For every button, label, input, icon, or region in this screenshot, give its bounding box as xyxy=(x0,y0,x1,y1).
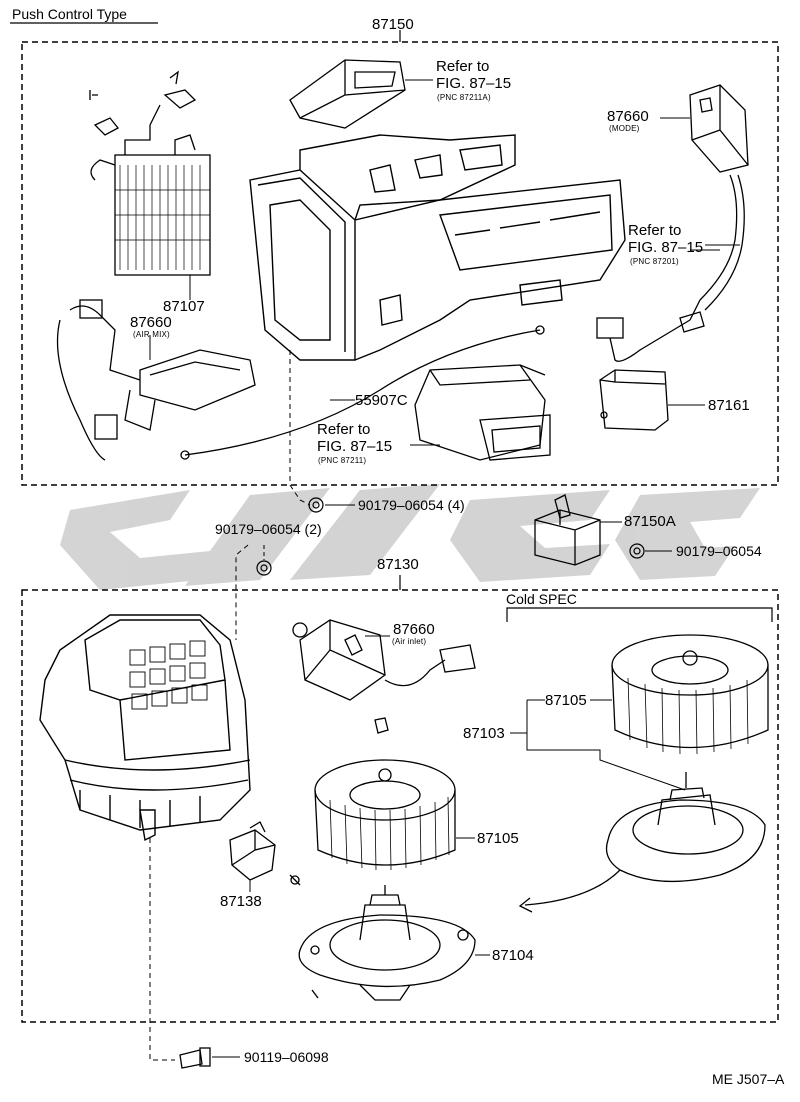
blower-motor-cold xyxy=(605,772,766,883)
label-mode: (MODE) xyxy=(609,124,640,133)
label-55907c: 55907C xyxy=(355,392,408,409)
label-87103: 87103 xyxy=(463,725,505,742)
label-87105-mid: 87105 xyxy=(477,830,519,847)
heater-unit-housing xyxy=(249,134,626,361)
relay-87150a xyxy=(534,494,601,566)
label-fig-top: FIG. 87–15 xyxy=(436,75,512,92)
label-bolt: 90119–06098 xyxy=(244,1049,329,1065)
mode-servo-87660 xyxy=(689,84,749,321)
label-refer-top: Refer to xyxy=(436,58,490,75)
label-fig-mid: FIG. 87–15 xyxy=(317,438,393,455)
duct-lower xyxy=(414,364,551,461)
label-airmix: (AIR MIX) xyxy=(133,330,170,339)
screw-nut-1 xyxy=(629,543,645,559)
reference-code: ME J507–A xyxy=(712,1071,785,1087)
blower-fan-87105-cold xyxy=(611,634,769,755)
label-screw-2: 90179–06054 (2) xyxy=(215,521,322,537)
label-fig-right: FIG. 87–15 xyxy=(628,239,704,256)
blower-housing xyxy=(39,614,251,842)
label-cold-spec: Cold SPEC xyxy=(506,591,577,607)
resistor-87138 xyxy=(229,821,301,886)
label-screw-1: 90179–06054 xyxy=(676,543,762,559)
assembly-box-87150 xyxy=(21,41,779,486)
control-cable-55907c xyxy=(180,325,545,460)
heater-core-87107 xyxy=(89,70,211,276)
label-87161: 87161 xyxy=(708,397,750,414)
diagram-title: Push Control Type xyxy=(12,6,127,22)
label-air-inlet: (Air inlet) xyxy=(392,637,427,646)
label-refer-mid: Refer to xyxy=(317,421,371,438)
label-pnc-top: (PNC 87211A) xyxy=(437,93,491,102)
screw-nut-2 xyxy=(256,560,272,576)
blower-motor-87104 xyxy=(298,885,476,1001)
connector-right xyxy=(596,311,705,362)
amplifier-87161 xyxy=(599,369,669,431)
screw-nut-4 xyxy=(308,497,324,513)
label-pnc-mid: (PNC 87211) xyxy=(318,456,367,465)
label-87150a: 87150A xyxy=(624,513,676,530)
blower-fan-87105-mid xyxy=(314,759,456,871)
label-87104: 87104 xyxy=(492,947,534,964)
assembly-box-87130 xyxy=(21,589,779,1023)
label-pnc-right: (PNC 87201) xyxy=(630,257,679,266)
label-87130: 87130 xyxy=(377,556,419,573)
label-refer-right: Refer to xyxy=(628,222,682,239)
label-screw-4: 90179–06054 (4) xyxy=(358,497,465,513)
label-87660-airmix: 87660 xyxy=(130,314,172,331)
label-87138: 87138 xyxy=(220,893,262,910)
label-87660-mode: 87660 xyxy=(607,108,649,125)
label-87660-inlet: 87660 xyxy=(393,621,435,638)
watermark-logo xyxy=(60,484,760,590)
duct-top xyxy=(289,59,406,129)
label-87105-cold: 87105 xyxy=(545,692,587,709)
bolt-90119 xyxy=(179,1047,211,1069)
label-87107: 87107 xyxy=(163,298,205,315)
inlet-servo-87660 xyxy=(292,619,476,734)
label-87150: 87150 xyxy=(372,16,414,33)
airmix-servo-87660 xyxy=(56,299,256,461)
